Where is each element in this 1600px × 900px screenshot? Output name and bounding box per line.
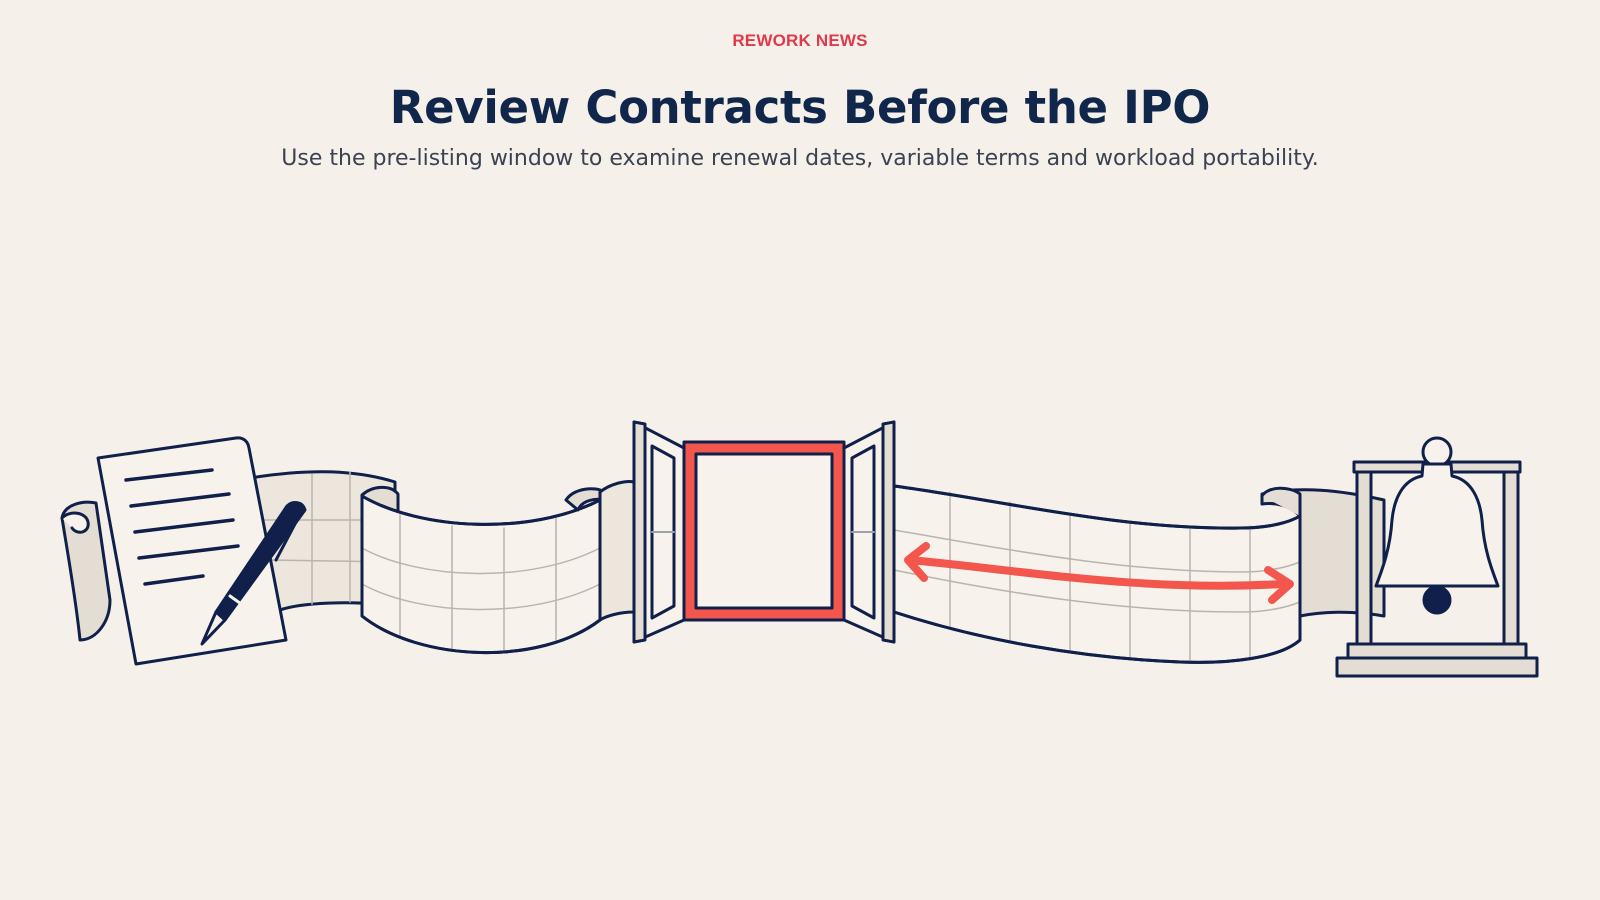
bell-icon [1335,436,1539,678]
ribbon-grid-panel-2 [892,484,1302,664]
contract-document-icon [96,436,288,666]
ribbon-grid-panel-1 [360,494,602,655]
scroll-ribbon-icon [60,470,1386,664]
page-subtitle: Use the pre-listing window to examine re… [281,146,1319,171]
pen-clip [274,520,298,562]
pen-icon [200,501,307,646]
bell-clapper [1422,585,1452,615]
pen-nib [200,610,227,646]
page-title: Review Contracts Before the IPO [389,81,1211,134]
section-kicker[interactable]: REWORK NEWS [732,31,868,50]
double-arrow-icon [904,542,1294,604]
bell-body [1374,462,1500,588]
open-window-icon [632,420,896,644]
bell-base [1335,656,1539,678]
bell-post-right [1502,470,1520,646]
window-pane [694,452,834,610]
scroll-left-curl [60,500,112,642]
bell-post-left [1355,470,1373,646]
